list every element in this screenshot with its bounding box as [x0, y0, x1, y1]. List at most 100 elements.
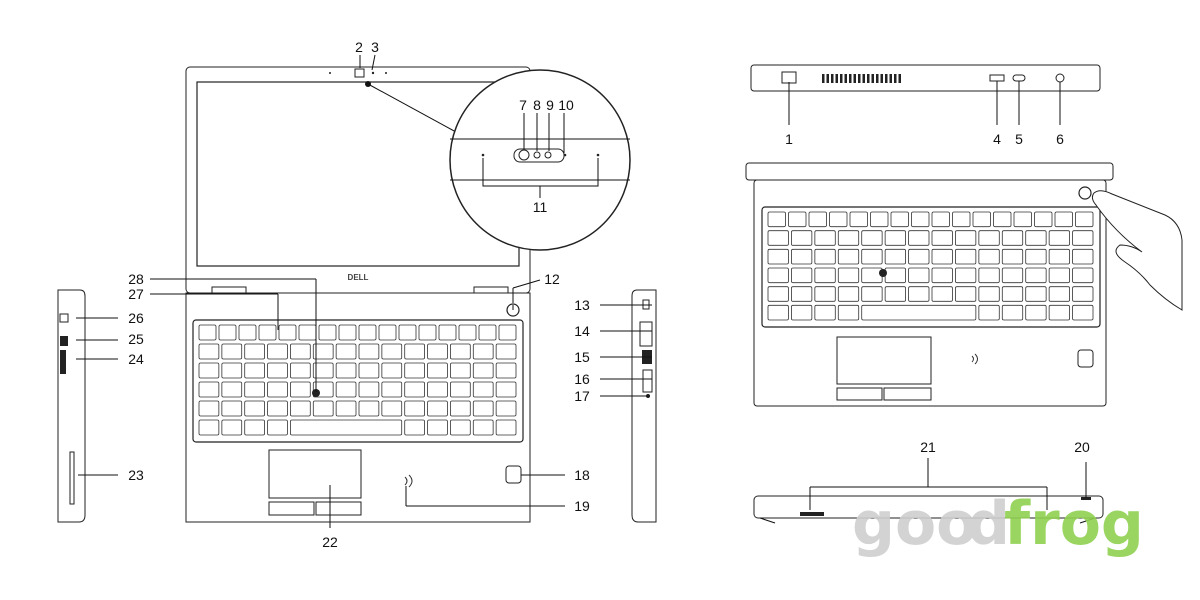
key — [381, 343, 403, 360]
key — [335, 362, 357, 379]
key — [791, 286, 813, 302]
key — [358, 381, 380, 398]
key — [791, 304, 813, 321]
key — [978, 230, 1000, 246]
callout-24: 24 — [128, 351, 144, 367]
key — [358, 362, 380, 379]
callout-22: 22 — [322, 534, 338, 550]
vent-slot — [844, 74, 847, 83]
key — [837, 248, 860, 265]
key — [814, 230, 836, 246]
key — [198, 324, 217, 341]
vent-slot — [853, 74, 856, 83]
vent-slot — [822, 74, 825, 83]
key — [884, 267, 906, 284]
sd-card-slot — [60, 350, 66, 374]
key — [978, 267, 1000, 284]
key — [450, 362, 471, 379]
key — [931, 286, 953, 302]
key — [472, 343, 494, 360]
power-button-top — [1078, 186, 1092, 200]
key — [427, 362, 448, 379]
key — [404, 400, 425, 417]
key — [381, 362, 403, 379]
leader-lines — [76, 54, 1087, 528]
key — [1075, 211, 1094, 228]
speaker-slot — [69, 451, 75, 505]
front-view — [753, 495, 1104, 524]
key — [972, 211, 991, 228]
key — [290, 400, 311, 417]
callout-6: 6 — [1056, 131, 1064, 147]
key — [427, 400, 448, 417]
key — [908, 230, 930, 246]
key — [381, 400, 403, 417]
touchpad-right-button — [315, 501, 362, 516]
callout-17: 17 — [574, 388, 590, 404]
vent-slot — [876, 74, 879, 83]
key — [221, 362, 243, 379]
callout-10: 10 — [558, 97, 574, 113]
callout-14: 14 — [574, 323, 590, 339]
key — [767, 267, 789, 284]
fingerprint-reader — [505, 465, 522, 484]
key — [861, 286, 883, 302]
key — [1048, 286, 1070, 302]
key — [472, 381, 494, 398]
key — [267, 362, 288, 379]
key — [978, 304, 1000, 321]
key — [837, 267, 860, 284]
key — [931, 211, 950, 228]
key — [404, 419, 425, 436]
key — [267, 343, 288, 360]
key — [221, 419, 243, 436]
key — [427, 343, 448, 360]
touchpad-left-button — [268, 501, 315, 516]
callout-12: 12 — [544, 271, 560, 287]
key — [312, 343, 334, 360]
key — [1025, 248, 1047, 265]
callout-15: 15 — [574, 349, 590, 365]
key — [438, 324, 457, 341]
key — [931, 230, 953, 246]
key — [890, 211, 909, 228]
callout-numbers: 1 2 3 4 5 6 7 8 9 10 11 12 13 14 15 16 1… — [128, 39, 1090, 550]
vga-port — [639, 321, 653, 347]
key — [908, 267, 930, 284]
key — [978, 286, 1000, 302]
microphone-left-icon — [329, 72, 331, 74]
key — [427, 381, 448, 398]
vent-slot — [871, 74, 874, 83]
callout-20: 20 — [1074, 439, 1090, 455]
key — [358, 324, 377, 341]
sim-card-slot — [642, 369, 653, 393]
callout-23: 23 — [128, 467, 144, 483]
key — [1001, 248, 1024, 265]
key — [791, 248, 813, 265]
key — [378, 324, 397, 341]
key — [861, 248, 883, 265]
callout-7: 7 — [519, 97, 527, 113]
key — [788, 211, 807, 228]
key — [498, 324, 517, 341]
key — [1054, 211, 1073, 228]
key — [450, 400, 471, 417]
top-view — [745, 162, 1183, 407]
key — [218, 324, 237, 341]
ethernet-port — [781, 71, 797, 84]
key — [1001, 286, 1024, 302]
touchpad-top — [836, 336, 932, 385]
camera-icon — [354, 68, 365, 78]
vent-slot — [835, 74, 838, 83]
battery-light — [1081, 497, 1091, 500]
key — [404, 343, 425, 360]
key — [1072, 267, 1094, 284]
key — [198, 419, 220, 436]
key — [931, 248, 953, 265]
key — [837, 230, 860, 246]
vent-slot — [867, 74, 870, 83]
back-view — [750, 64, 1101, 92]
key — [849, 211, 868, 228]
svg-text:d: d — [967, 489, 1010, 559]
spacebar-key — [290, 419, 403, 436]
